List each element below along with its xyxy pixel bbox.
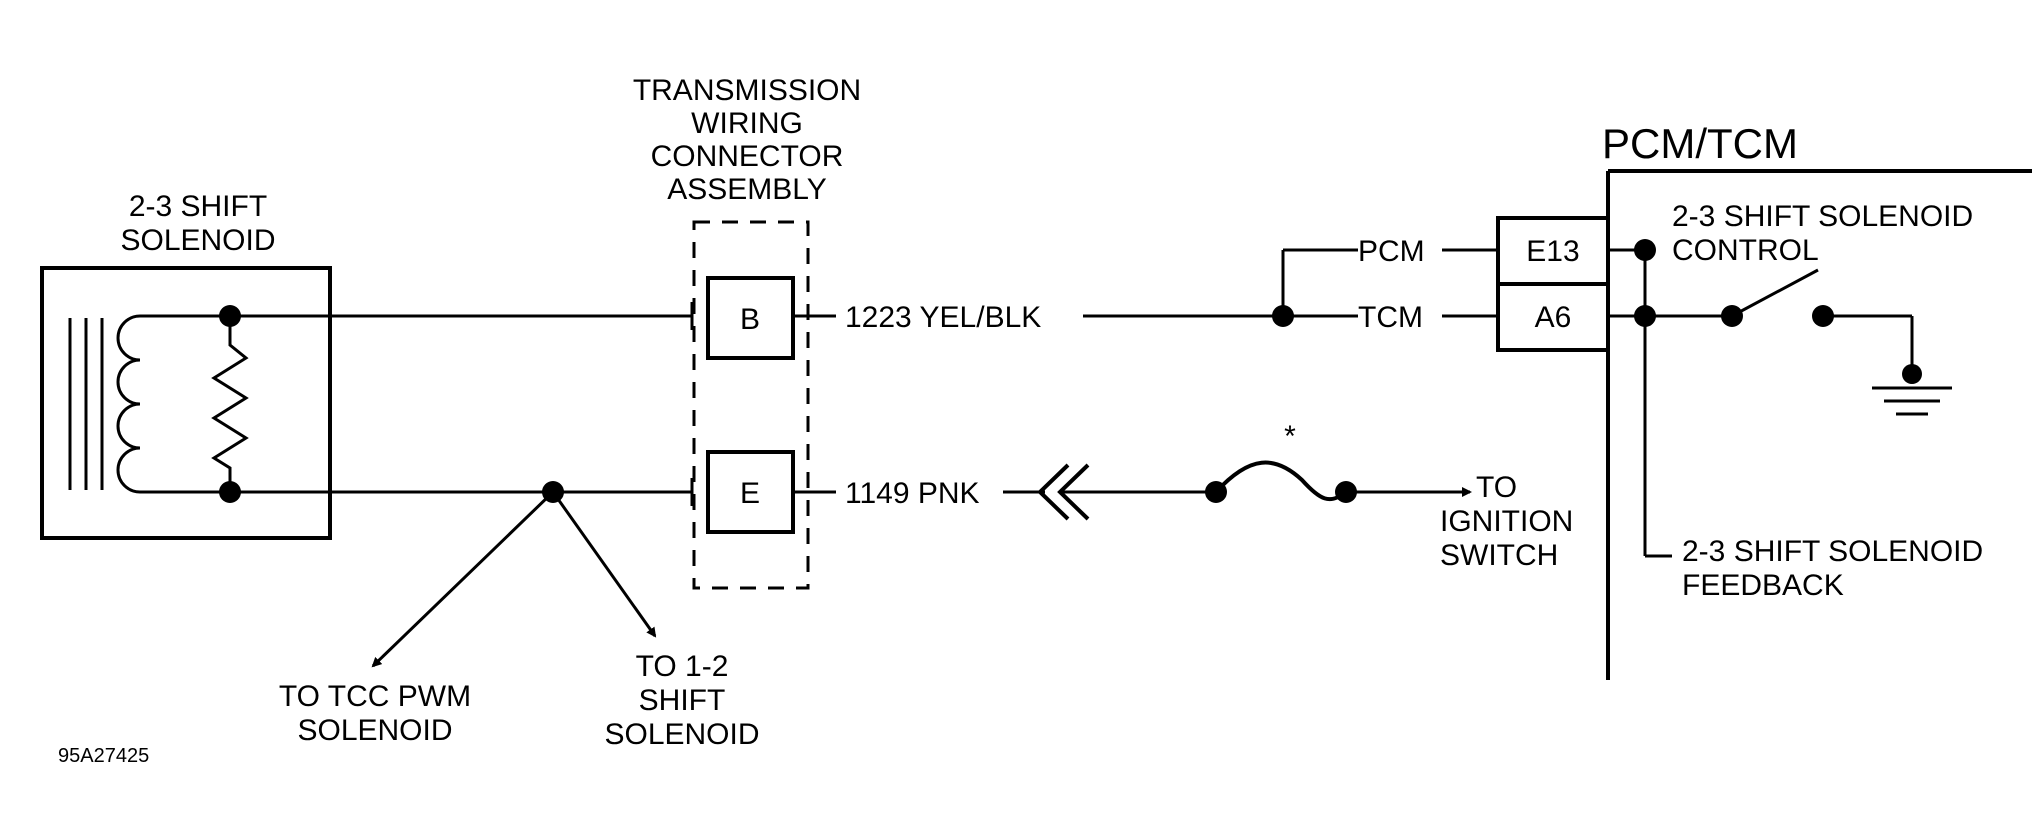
solenoid-resistor	[211, 316, 249, 492]
control-label-line2: CONTROL	[1672, 234, 1819, 267]
internal-a6-node	[1634, 305, 1656, 327]
tcm-wire-label: TCM	[1358, 301, 1423, 334]
shift12-label-line2: SHIFT	[639, 684, 726, 717]
pin-a6-label: A6	[1535, 301, 1572, 334]
connector-title-line1: TRANSMISSION	[633, 74, 861, 107]
pcm-wire-label: PCM	[1358, 235, 1425, 268]
ignition-label-line3: SWITCH	[1440, 539, 1558, 572]
fuse-symbol	[1214, 460, 1348, 502]
transmission-connector: TRANSMISSION WIRING CONNECTOR ASSEMBLY B…	[633, 74, 861, 590]
feedback-label-line2: FEEDBACK	[1682, 569, 1844, 602]
control-label-line1: 2-3 SHIFT SOLENOID	[1672, 200, 1973, 233]
tcc-label-line1: TO TCC PWM	[279, 680, 471, 713]
figure-id: 95A27425	[58, 745, 149, 767]
feedback-label-line1: 2-3 SHIFT SOLENOID	[1682, 535, 1983, 568]
connector-title-line4: ASSEMBLY	[667, 173, 827, 206]
solenoid-title-line1: 2-3 SHIFT	[129, 190, 267, 223]
shift12-label-line3: SOLENOID	[604, 718, 759, 751]
wire-1149-label: 1149 PNK	[845, 477, 980, 510]
shift12-label-line1: TO 1-2	[636, 650, 729, 683]
ground-node	[1902, 364, 1922, 384]
pcm-tcm-module: PCM/TCM E13 A6 2-3 SHIFT SOLENOID CONTRO…	[1496, 120, 2032, 680]
control-switch-blade	[1731, 268, 1819, 318]
pin-e13-label: E13	[1526, 235, 1579, 268]
pin-e-label: E	[740, 477, 760, 510]
connector-dashed-outline	[692, 220, 810, 590]
branch-arrow-tcc	[371, 490, 555, 668]
tcc-label-line2: SOLENOID	[297, 714, 452, 747]
solenoid-title-line2: SOLENOID	[120, 224, 275, 257]
fuse-asterisk: *	[1284, 420, 1296, 453]
module-title: PCM/TCM	[1602, 120, 1798, 167]
connector-title-line3: CONNECTOR	[651, 140, 844, 173]
ignition-label-line2: IGNITION	[1440, 505, 1573, 538]
solenoid-coil	[116, 314, 165, 494]
pin-b-box	[706, 276, 795, 360]
wire-1223-label: 1223 YEL/BLK	[845, 301, 1041, 334]
solenoid-box	[40, 266, 332, 540]
connector-title-line2: WIRING	[691, 107, 803, 140]
branch-arrow-1-2	[551, 491, 657, 638]
pin-b-label: B	[740, 303, 760, 336]
ignition-label-line1: TO	[1476, 471, 1517, 504]
solenoid-2-3: 2-3 SHIFT SOLENOID	[40, 190, 332, 540]
